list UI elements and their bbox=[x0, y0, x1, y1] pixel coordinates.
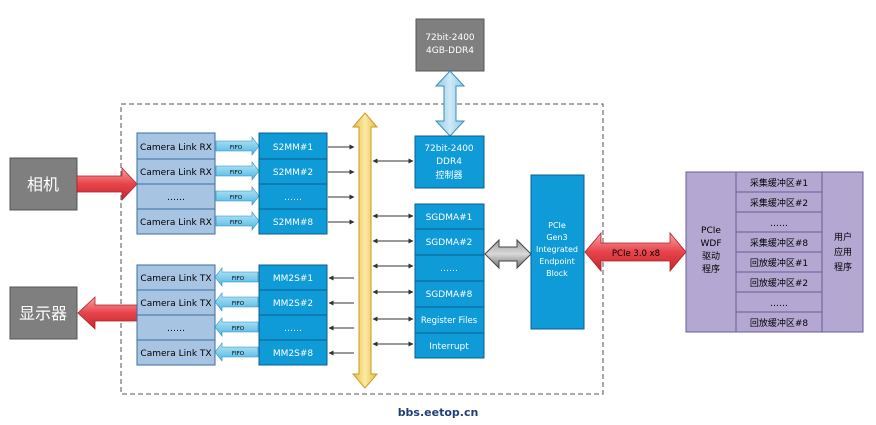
sgdma-item: …… bbox=[440, 264, 458, 274]
interconnect-bus bbox=[351, 112, 379, 389]
sgdma-item: SGDMA#1 bbox=[426, 213, 473, 223]
memory-box: 72bit-2400 4GB-DDR4 bbox=[415, 18, 485, 72]
buffer-item: 采集缓冲区#8 bbox=[750, 237, 809, 249]
s2mm-column: S2MM#1 S2MM#2 …… S2MM#8 bbox=[258, 132, 328, 235]
sgdma-item: SGDMA#8 bbox=[426, 290, 473, 300]
tx-item: Camera Link TX bbox=[140, 274, 211, 284]
register-files-block: Register Files bbox=[414, 306, 485, 334]
user-app-line: 程序 bbox=[834, 261, 852, 273]
buffer-item: 回放缓冲区#8 bbox=[750, 317, 809, 329]
rx-item: Camera Link RX bbox=[140, 168, 212, 178]
watermark: bbs.eetop.cn bbox=[398, 406, 479, 419]
buffer-item: 回放缓冲区#1 bbox=[750, 257, 808, 269]
pcie-block-line: Endpoint bbox=[539, 257, 575, 266]
s2mm-item: S2MM#8 bbox=[273, 218, 314, 228]
driver-line: WDF bbox=[700, 239, 721, 249]
s2mm-item: S2MM#2 bbox=[273, 168, 313, 178]
camera-label: 相机 bbox=[27, 175, 59, 194]
fifo-label: FIFO bbox=[230, 220, 243, 226]
buffer-item: …… bbox=[770, 299, 788, 309]
fifo-label: FIFO bbox=[232, 351, 245, 357]
mm2s-item: …… bbox=[284, 324, 302, 334]
fifo-label: FIFO bbox=[230, 170, 243, 176]
mm2s-item: MM2S#2 bbox=[273, 299, 313, 309]
camera-input-arrow bbox=[76, 166, 138, 202]
tx-item: …… bbox=[167, 324, 185, 334]
mm2s-column: MM2S#1 MM2S#2 …… MM2S#8 bbox=[258, 264, 328, 366]
sgdma-pcie-arrow bbox=[484, 238, 532, 270]
driver-line: 程序 bbox=[702, 263, 720, 275]
memory-line1: 72bit-2400 bbox=[425, 33, 475, 43]
driver-line: PCIe bbox=[701, 226, 721, 236]
s2mm-item: …… bbox=[284, 193, 302, 203]
rx-item: …… bbox=[167, 193, 185, 203]
display-box: 显示器 bbox=[9, 286, 78, 340]
sgdma-item: SGDMA#2 bbox=[426, 238, 473, 248]
mm2s-item: MM2S#1 bbox=[273, 274, 313, 284]
display-label: 显示器 bbox=[19, 304, 67, 323]
camera-box: 相机 bbox=[9, 157, 78, 211]
s2mm-item: S2MM#1 bbox=[273, 143, 313, 153]
bus-mm2s-arrows bbox=[328, 275, 354, 356]
buffer-item: …… bbox=[770, 219, 788, 229]
tx-column: Camera Link TX Camera Link TX …… Camera … bbox=[136, 264, 216, 366]
user-app-line: 用户 bbox=[834, 231, 852, 243]
ddr-ctrl-line3: 控制器 bbox=[435, 169, 462, 181]
fifo-label: FIFO bbox=[232, 276, 245, 282]
interrupt-block: Interrupt bbox=[414, 332, 485, 359]
bus-block-arrows bbox=[372, 158, 414, 347]
tx-item: Camera Link TX bbox=[140, 349, 211, 359]
host-panel: PCIe WDF 驱动 程序 采集缓冲区#1 采集缓冲区#2 …… 采集缓冲区#… bbox=[685, 171, 864, 333]
pcie-block-line: Integrated bbox=[536, 245, 578, 254]
ddr-ctrl-line2: DDR4 bbox=[436, 157, 462, 167]
fifo-label: FIFO bbox=[230, 145, 243, 151]
user-app-line: 应用 bbox=[834, 246, 852, 258]
register-files-label: Register Files bbox=[421, 316, 478, 326]
pcie-block-line: Block bbox=[546, 269, 568, 278]
ddr-ctrl-line1: 72bit-2400 bbox=[424, 144, 474, 154]
rx-item: Camera Link RX bbox=[140, 143, 212, 153]
rx-item: Camera Link RX bbox=[140, 218, 212, 228]
interrupt-label: Interrupt bbox=[429, 342, 469, 352]
pcie-endpoint-block: PCIe Gen3 Integrated Endpoint Block bbox=[530, 174, 585, 330]
rx-column: Camera Link RX Camera Link RX …… Camera … bbox=[136, 132, 216, 235]
pcie-block-line: PCIe bbox=[548, 221, 566, 230]
memory-line2: 4GB-DDR4 bbox=[426, 46, 474, 56]
tx-item: Camera Link TX bbox=[140, 299, 211, 309]
sgdma-stack: SGDMA#1 SGDMA#2 …… SGDMA#8 bbox=[414, 203, 485, 308]
fifo-label: FIFO bbox=[230, 195, 243, 201]
rx-fifo-arrows: FIFO FIFO FIFO FIFO bbox=[215, 136, 260, 231]
buffer-item: 采集缓冲区#1 bbox=[750, 177, 808, 189]
display-output-arrow bbox=[77, 296, 138, 330]
pcie-link-label: PCIe 3.0 x8 bbox=[612, 249, 660, 259]
buffer-item: 采集缓冲区#2 bbox=[750, 197, 808, 209]
pcie-block-line: Gen3 bbox=[546, 233, 567, 242]
mm2s-item: MM2S#8 bbox=[273, 349, 314, 359]
driver-line: 驱动 bbox=[702, 251, 720, 262]
tx-fifo-arrows: FIFO FIFO FIFO FIFO bbox=[214, 267, 259, 362]
ddr4-controller: 72bit-2400 DDR4 控制器 bbox=[414, 135, 485, 189]
buffer-item: 回放缓冲区#2 bbox=[750, 277, 808, 289]
fifo-label: FIFO bbox=[232, 301, 245, 307]
s2mm-bus-arrows bbox=[328, 144, 355, 225]
fifo-label: FIFO bbox=[232, 326, 245, 332]
